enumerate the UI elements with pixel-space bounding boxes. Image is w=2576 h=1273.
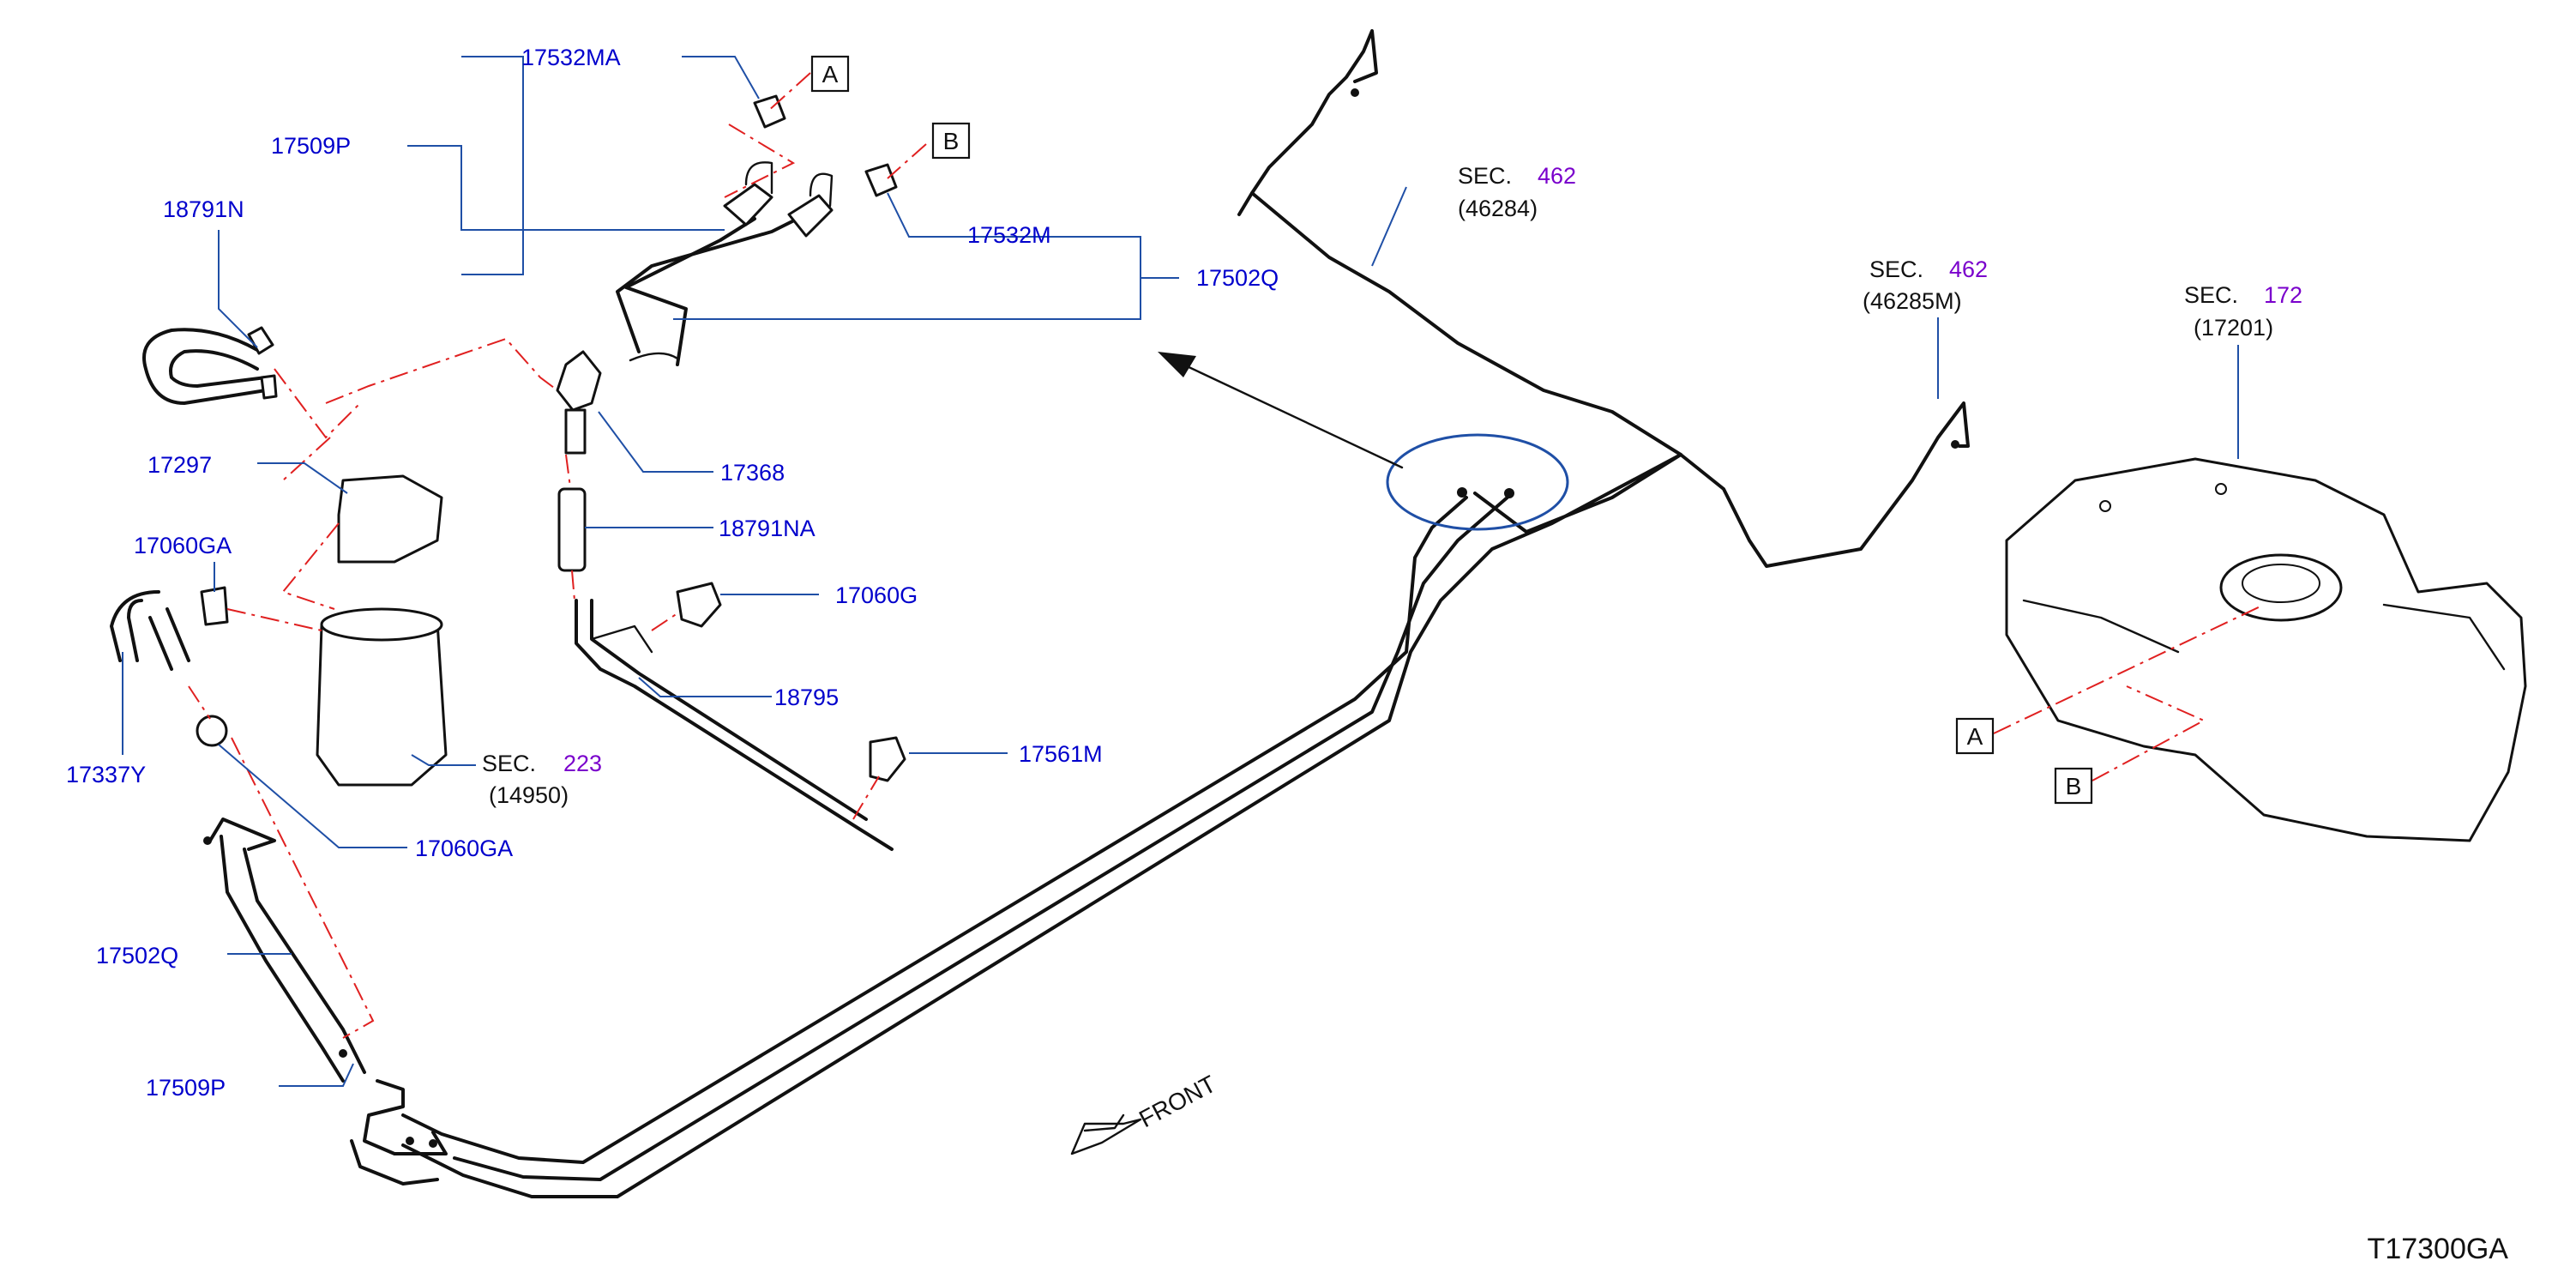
label-17297: 17297 xyxy=(147,452,212,478)
label-18791N: 18791N xyxy=(163,196,244,222)
label-17368: 17368 xyxy=(720,460,785,486)
section-ref-46284: SEC. 462 (46284) xyxy=(1458,163,1576,221)
section-ref-prefix: SEC. xyxy=(2184,282,2238,308)
phantom-lines xyxy=(188,72,2265,1039)
marker-b-tank: B xyxy=(2066,773,2082,799)
section-ref-part: (46285M) xyxy=(1863,288,1962,314)
marker-a-top-box xyxy=(810,55,850,93)
label-17060GA-left: 17060GA xyxy=(134,533,232,558)
section-ref-prefix: SEC. xyxy=(1458,163,1512,189)
section-ref-number: 462 xyxy=(1538,163,1576,189)
section-ref-number: 172 xyxy=(2264,282,2302,308)
section-ref-part: (46284) xyxy=(1458,196,1538,221)
marker-b-top: B xyxy=(943,128,960,154)
label-18795: 18795 xyxy=(774,685,839,710)
marker-a-top: A xyxy=(822,61,839,87)
label-17509P-bottom: 17509P xyxy=(146,1075,226,1101)
label-17532MA: 17532MA xyxy=(521,45,621,70)
label-17509P-top: 17509P xyxy=(271,133,351,159)
section-ref-14950: SEC. 223 (14950) xyxy=(482,751,602,808)
main-fuel-tubes xyxy=(203,29,1970,1198)
section-ref-prefix: SEC. xyxy=(482,751,536,776)
section-refs: SEC. 462 (46284) SEC. 462 (46285M) SEC. … xyxy=(482,163,2302,808)
marker-a-tank: A xyxy=(1967,723,1983,750)
section-ref-number: 462 xyxy=(1949,256,1988,282)
small-parts xyxy=(110,94,906,851)
part-labels: 17532MA 17509P 18791N 17532M 17502Q 1729… xyxy=(66,45,1279,1101)
label-17532M: 17532M xyxy=(967,222,1051,248)
marker-b-top-box xyxy=(931,122,971,160)
label-17337Y: 17337Y xyxy=(66,762,146,787)
label-17561M: 17561M xyxy=(1019,741,1103,767)
marker-b-tank-box xyxy=(2054,767,2093,805)
leader-lines xyxy=(122,56,2239,1087)
section-ref-prefix: SEC. xyxy=(1869,256,1923,282)
fuel-tank xyxy=(2005,457,2527,842)
label-17502Q-top: 17502Q xyxy=(1196,265,1279,291)
label-17060GA-bottom: 17060GA xyxy=(415,836,513,861)
section-ref-part: (17201) xyxy=(2194,315,2273,341)
diagram-code: T17300GA xyxy=(2368,1233,2509,1265)
label-17060G: 17060G xyxy=(835,582,918,608)
section-ref-46285M: SEC. 462 (46285M) xyxy=(1863,256,1988,314)
marker-a-tank-box xyxy=(1955,717,1995,755)
section-ref-17201: SEC. 172 (17201) xyxy=(2184,282,2302,341)
label-17502Q-bottom: 17502Q xyxy=(96,943,178,968)
connection-markers: A B A B xyxy=(810,55,2093,805)
label-18791NA: 18791NA xyxy=(719,516,816,541)
section-ref-part: (14950) xyxy=(489,782,569,808)
upper-hoses xyxy=(616,161,834,366)
front-label: FRONT xyxy=(1135,1071,1220,1133)
front-indicator: FRONT xyxy=(1070,1071,1220,1155)
section-ref-number: 223 xyxy=(563,751,602,776)
